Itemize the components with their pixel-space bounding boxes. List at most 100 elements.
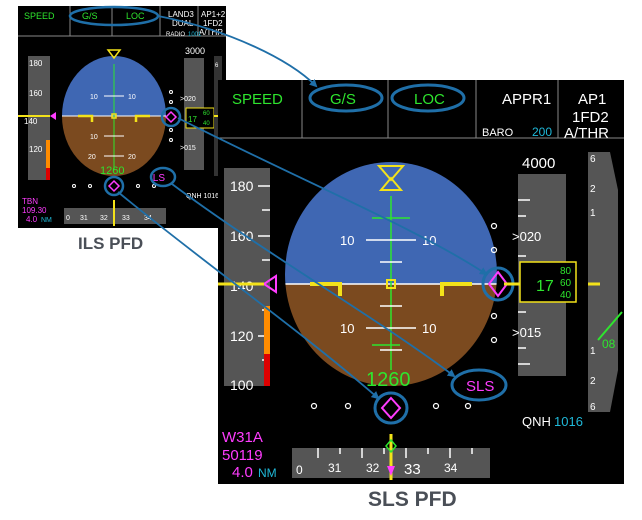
ils-radio-value: 1001 — [188, 32, 202, 38]
ils-fma-gs: G/S — [82, 11, 98, 21]
sls-bank-pointer-icon — [376, 165, 406, 182]
arrow-loc-diamond — [117, 191, 380, 400]
sls-alt-drum: 60 — [560, 278, 572, 289]
ils-pitch-tick: 10 — [90, 134, 98, 141]
connector-arrows — [117, 15, 488, 400]
sls-vs-tick: 6 — [590, 154, 596, 165]
ils-gs-diamond-callout — [160, 106, 182, 128]
sls-gs-callout — [308, 83, 384, 113]
arrow-tag — [171, 183, 456, 378]
sls-hdg-tick: 0 — [296, 463, 303, 477]
sls-speed-tick: 140 — [230, 278, 254, 294]
ils-speed-tick: 180 — [29, 59, 43, 68]
sls-fma-ap: AP1 — [578, 91, 606, 108]
ils-callouts — [68, 5, 182, 197]
sls-vs-tick: 6 — [590, 402, 596, 413]
ils-alt-tick: >020 — [180, 96, 196, 103]
sls-dme-unit: NM — [258, 466, 277, 480]
ils-alt-drum: 60 — [203, 111, 210, 117]
ils-pitch-tick: 20 — [128, 154, 136, 161]
svg-text:6: 6 — [215, 63, 219, 69]
ils-fma-speed: SPEED — [24, 11, 55, 21]
sls-nav-freq: 50119 — [222, 447, 263, 464]
sls-aircraft-symbol-right — [440, 282, 472, 296]
sls-hdg-tick: 32 — [366, 461, 380, 475]
sls-vs-value: 08 — [602, 337, 616, 351]
sls-fma-speed: SPEED — [232, 91, 283, 108]
sls-baro-label: BARO — [482, 127, 514, 139]
sls-fma-fd: 1FD2 — [572, 109, 609, 126]
ils-radio-altitude: 1260 — [100, 165, 124, 177]
sls-alt-target: 4000 — [522, 155, 555, 172]
sls-localizer-diamond-icon — [380, 396, 402, 420]
ils-alt-tick: >015 — [180, 145, 196, 152]
ils-fma-ap: AP1+2 — [201, 10, 226, 19]
ils-nav-id: TBN — [22, 197, 38, 206]
ils-heading-tape: 0 31 32 33 34 — [64, 200, 166, 226]
ils-hdg-tick: 0 — [66, 215, 70, 222]
ils-hdg-tick: 33 — [122, 215, 130, 222]
ils-speed-tick: 160 — [29, 89, 43, 98]
sls-fma: SPEED G/S LOC APPR1 AP1 1FD2 A/THR BARO … — [218, 80, 624, 142]
sls-qnh-value: 1016 — [554, 414, 583, 429]
ils-alt-drum: 40 — [203, 121, 210, 127]
sls-alt-current: 17 — [536, 278, 554, 295]
sls-speed-tape: 180 160 140 120 100 — [218, 168, 277, 393]
ils-pfd-caption: ILS PFD — [78, 234, 144, 253]
ils-alt-target: 3000 — [185, 46, 205, 56]
sls-pitch-tick: 10 — [422, 321, 436, 336]
ils-loc-diamond-callout — [103, 175, 125, 197]
ils-pfd: SPEED G/S LOC LAND3 DUAL AP1+2 1FD2 A/TH… — [18, 6, 226, 228]
sls-vs-tick: 2 — [590, 376, 596, 387]
sls-scale-dots — [310, 222, 498, 410]
sls-altitude-tape: 4000 >020 >015 17 80 60 40 — [504, 155, 577, 376]
ils-glideslope-diamond-icon — [164, 110, 178, 124]
sls-pitch-tick: 10 — [340, 321, 354, 336]
sls-qnh-label: QNH — [522, 414, 551, 429]
ils-hdg-tick: 32 — [100, 215, 108, 222]
ils-tag-callout — [149, 166, 177, 188]
sls-vs-tick: 1 — [590, 346, 596, 357]
ils-dme-unit: NM — [41, 217, 52, 224]
ils-localizer-diamond-icon — [107, 179, 121, 193]
ils-fma-dual: DUAL — [172, 19, 194, 28]
sls-heading-tape: 0 31 32 33 34 — [292, 434, 490, 480]
sls-alt-drum: 40 — [560, 290, 572, 301]
ils-tag: ILS — [150, 173, 165, 184]
sls-baro-value: 200 — [532, 125, 552, 139]
ils-fma-athr: A/THR — [199, 28, 223, 37]
ils-dme: 4.0 — [26, 215, 38, 224]
sls-vs-tick: 1 — [590, 208, 596, 219]
ils-fma-land3: LAND3 — [168, 10, 194, 19]
sls-track-diamond-icon — [385, 438, 397, 454]
ils-aircraft-symbol-left — [78, 114, 94, 122]
sls-tag: SLS — [466, 378, 494, 395]
sls-glideslope-diamond-icon — [487, 270, 509, 298]
sls-hdg-tick: 33 — [404, 461, 421, 478]
sls-loc-diamond-callout — [373, 391, 409, 425]
sls-hdg-tick: 34 — [444, 461, 458, 475]
sls-fma-appr: APPR1 — [502, 91, 551, 108]
ils-hdg-tick: 34 — [144, 215, 152, 222]
sls-speed-target-icon — [262, 274, 277, 294]
sls-alt-tick: >020 — [512, 229, 541, 244]
arrow-gs-diamond — [177, 117, 488, 276]
sls-radio-altitude: 1260 — [366, 369, 411, 391]
ils-fma-loc: LOC — [126, 11, 145, 21]
ils-speed-target-icon — [50, 112, 56, 120]
ils-pitch-tick: 10 — [90, 94, 98, 101]
sls-vs-tick: 2 — [590, 184, 596, 195]
sls-speed-tick: 120 — [230, 328, 254, 344]
sls-loc-callout — [390, 83, 466, 113]
arrow-fma — [157, 15, 318, 88]
sls-fma-athr: A/THR — [564, 125, 609, 142]
sls-speed-tick: 160 — [230, 228, 254, 244]
ils-fma-fd: 1FD2 — [203, 19, 223, 28]
ils-radio-label: RADIO — [166, 32, 185, 38]
sls-alt-drum: 80 — [560, 266, 572, 277]
ils-pitch-tick: 20 — [88, 154, 96, 161]
sls-pfd: SPEED G/S LOC APPR1 AP1 1FD2 A/THR BARO … — [218, 80, 624, 484]
sls-alt-tick: >015 — [512, 325, 541, 340]
sls-pitch-tick: 10 — [340, 233, 354, 248]
